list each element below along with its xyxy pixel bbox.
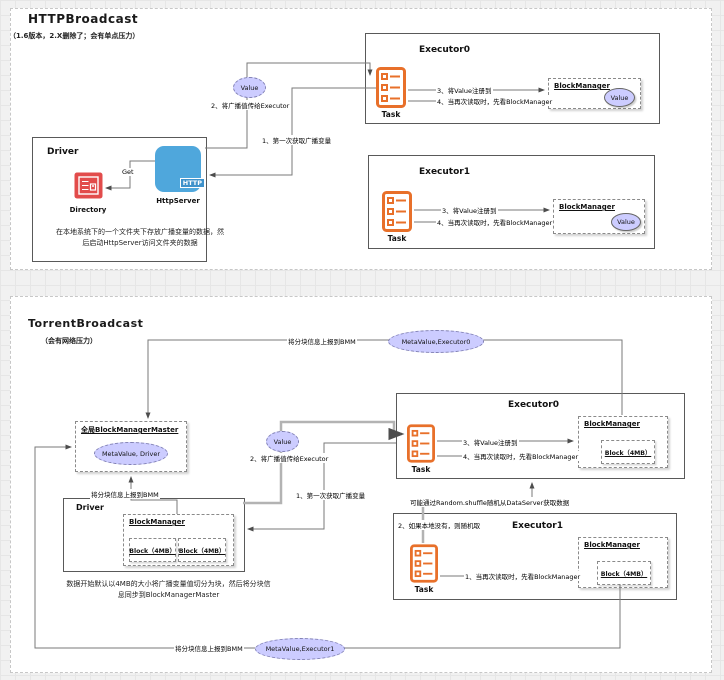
value-ellipse: Value — [611, 213, 641, 231]
step1-label: 1、第一次获取广播变量 — [261, 135, 333, 145]
report-bottom-label: 将分块信息上报到BMM — [174, 643, 244, 653]
step3-label: 3、将Value注册到 — [441, 205, 498, 215]
task-icon — [407, 424, 435, 463]
blockmanager-title: BlockManager — [584, 541, 640, 549]
block-4mb: Block（4MB） — [129, 538, 176, 562]
task-label: Task — [414, 585, 434, 594]
blockmanager-title: BlockManager — [584, 420, 640, 428]
http-server-label: HttpServer — [156, 197, 200, 205]
meta-executor0-ellipse: MetaValue,Executor0 — [388, 330, 484, 353]
http-server-icon: HTTP — [155, 146, 205, 192]
meta-driver-ellipse: MetaValue, Driver — [94, 442, 168, 465]
value-ellipse: Value — [266, 431, 299, 452]
step1-label: 1、当再次读取时，先看BlockManager — [464, 571, 582, 581]
blockmanager-master-title: 全局BlockManagerMaster — [81, 426, 179, 434]
task-icon — [382, 191, 412, 232]
report-driver-label: 将分块信息上报到BMM — [90, 489, 160, 499]
task-label: Task — [411, 465, 431, 474]
step4-label: 4、当再次读取时，先看BlockManager — [436, 96, 554, 106]
driver-title: Driver — [47, 147, 79, 157]
executor1-note: 2、如果本地没有，则随机取 — [397, 520, 482, 530]
meta-executor1-ellipse: MetaValue,Executor1 — [255, 638, 345, 660]
value-ellipse: Value — [233, 77, 266, 98]
task-label: Task — [387, 234, 407, 243]
block-4mb: Block（4MB） — [597, 561, 651, 585]
random-shuffle-note: 可能通过Random.shuffle随机从DataServer获取数据 — [409, 497, 571, 507]
executor0-title: Executor0 — [419, 45, 470, 55]
driver-caption: 数据开始默认以4MB的大小将广播变量值切分为块，然后将分块信息同步到BlockM… — [66, 580, 271, 599]
step3-label: 3、将Value注册到 — [436, 85, 493, 95]
driver-title: Driver — [76, 503, 104, 512]
executor1-title: Executor1 — [419, 167, 470, 177]
http-badge: HTTP — [179, 177, 205, 188]
step2-label: 2、将广播值传给Executor — [210, 100, 291, 110]
page2-title: TorrentBroadcast — [28, 317, 144, 330]
task-icon — [410, 544, 438, 583]
report-top-label: 将分块信息上报到BMM — [287, 336, 357, 346]
blockmanager-title: BlockManager — [559, 203, 615, 211]
page2-canvas — [10, 296, 712, 673]
directory-icon — [74, 172, 103, 199]
executor1-title: Executor1 — [512, 521, 563, 531]
page2-subtitle: （会有网络压力） — [41, 337, 97, 345]
executor0-title: Executor0 — [508, 400, 559, 410]
page1-title: HTTPBroadcast — [28, 12, 139, 26]
task-label: Task — [381, 110, 401, 119]
step1-label: 1、第一次获取广播变量 — [295, 490, 367, 500]
driver-caption: 在本地系统下的一个文件夹下存放广播变量的数据，然后启动HttpServer访问文… — [56, 228, 224, 247]
blockmanager-title: BlockManager — [129, 518, 185, 526]
page1-subtitle: （1.6版本，2.X删除了；会有单点压力） — [9, 32, 140, 40]
block-4mb: Block（4MB） — [601, 440, 655, 464]
step4-label: 4、当再次读取时，先看BlockManager — [436, 217, 554, 227]
step2-label: 2、将广播值传给Executor — [249, 453, 330, 463]
step3-label: 3、将Value注册到 — [462, 437, 519, 447]
task-icon — [376, 67, 406, 108]
get-label: Get — [121, 168, 135, 176]
blockmanager-title: BlockManager — [554, 82, 610, 90]
directory-label: Directory — [69, 206, 107, 214]
value-ellipse: Value — [604, 88, 635, 107]
step4-label: 4、当再次读取时，先看BlockManager — [462, 451, 580, 461]
block-4mb: Block（4MB） — [178, 538, 226, 562]
